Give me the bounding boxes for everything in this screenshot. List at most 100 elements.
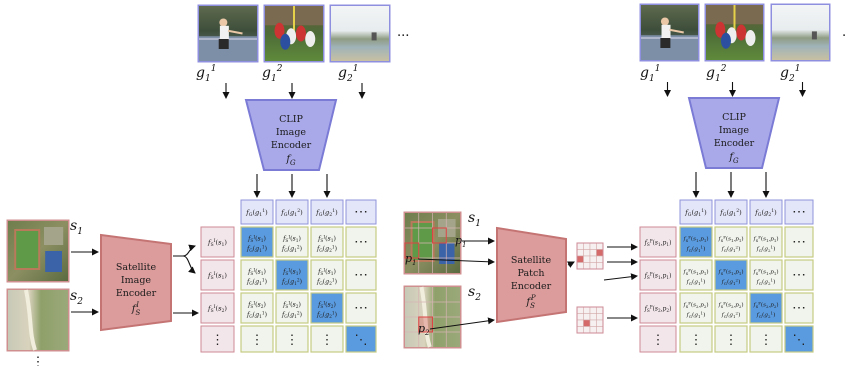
cell-text-bottom: fG(g11) (686, 277, 706, 285)
patch-encoder-label-1: Satellite (511, 255, 552, 266)
satellite-patch-encoder (496, 226, 567, 324)
cell-text-top: fSP(s1,p1) (717, 268, 743, 276)
row-cell-text: ⋮ (652, 333, 665, 348)
similarity-cell-r4-c3: ⋮ (310, 325, 344, 353)
similarity-cell-r2-c3: fSP(s1,p1)fG(g21) (749, 259, 783, 291)
header-cell-1: fG(g11) (240, 199, 274, 225)
satellite-label-1: s1 (70, 218, 83, 237)
satellite-encoder-label-1: Satellite (116, 262, 157, 273)
arrow-patch1b-to-encoder (417, 258, 495, 266)
ground-photo-2 (263, 4, 325, 63)
clip-encoder-label-2: Image (276, 127, 307, 138)
patch-encoder-label-2: Patch (518, 268, 545, 279)
similarity-cell-r2-c2: fSP(s1,p1)fG(g12) (714, 259, 748, 291)
patch-position-grid-1 (576, 242, 604, 270)
satellite-encoder-fn: fSI (131, 301, 141, 317)
clip-image-encoder (244, 99, 338, 171)
patch-position-grid-2 (576, 306, 604, 334)
similarity-cell-r1-c1: fSI(s1)fG(g11) (240, 226, 274, 258)
similarity-cell-r3-c2: fSI(s2)fG(g12) (275, 292, 309, 324)
clip-encoder-fn: fG (285, 154, 296, 167)
similarity-cell-r3-c3: fSI(s2)fG(g21) (310, 292, 344, 324)
similarity-cell-r3-c4: ⋯ (784, 292, 814, 324)
cell-text: ⋮ (321, 333, 334, 348)
row-cell-text: fSI(s2) (207, 304, 227, 314)
similarity-cell-r4-c4: ⋱ (784, 325, 814, 353)
row-cell-1: fSP(s1,p1) (639, 226, 677, 258)
cell-text-bottom: fG(g21) (316, 245, 337, 254)
similarity-cell-r4-c2: ⋮ (714, 325, 748, 353)
ground-photo-2 (704, 3, 765, 62)
ground-photo-3 (329, 4, 391, 63)
more-images-ellipsis: . (842, 25, 846, 40)
similarity-cell-r1-c3: fSI(s1)fG(g21) (310, 226, 344, 258)
similarity-cell-r1-c1: fSP(s1,p1)fG(g11) (679, 226, 713, 258)
similarity-cell-r3-c1: fSP(s2,p2)fG(g11) (679, 292, 713, 324)
satellite-label-2: s2 (70, 288, 83, 307)
row-cell-1: fSI(s1) (200, 226, 235, 258)
similarity-cell-r2-c3: fSI(s1)fG(g21) (310, 259, 344, 291)
cell-text: ⋯ (792, 267, 806, 283)
row-cell-4: ⋮ (200, 325, 235, 353)
arrow-encoder-to-row-1 (173, 244, 196, 257)
cell-text: ⋯ (354, 234, 368, 250)
cell-text-top: fSP(s1,p1) (752, 235, 778, 243)
clip-encoder-label-1: CLIP (279, 114, 303, 125)
cell-text-bottom: fG(g11) (246, 245, 267, 254)
arrow-encoder-to-patchgrid (567, 261, 575, 268)
header-cell-text: fG(g11) (245, 208, 268, 218)
header-cell-text: fG(g12) (719, 208, 742, 218)
cell-text: ⋮ (725, 333, 738, 348)
cell-text: ⋱ (355, 333, 368, 348)
cell-text-bottom: fG(g12) (721, 277, 741, 285)
clip-encoder-label-2: Image (719, 125, 750, 136)
cell-text-top: fSI(s1) (282, 235, 301, 244)
more-satellite-vdots: ⋮ (32, 355, 45, 366)
cell-text: ⋯ (354, 267, 368, 283)
similarity-cell-r4-c4: ⋱ (345, 325, 377, 353)
similarity-cell-r4-c1: ⋮ (679, 325, 713, 353)
clip-encoder-label-3: Encoder (714, 138, 755, 149)
cell-text-top: fSI(s2) (247, 301, 266, 310)
row-cell-4: ⋮ (639, 325, 677, 353)
similarity-cell-r3-c2: fSP(s2,p2)fG(g12) (714, 292, 748, 324)
more-images-ellipsis: ... (397, 25, 409, 40)
cell-text-top: fSP(s1,p1) (752, 268, 778, 276)
clip-encoder-fn: fG (728, 152, 739, 165)
similarity-cell-r2-c4: ⋯ (784, 259, 814, 291)
row-cell-text: fSP(s1,p1) (644, 238, 672, 247)
similarity-cell-r4-c2: ⋮ (275, 325, 309, 353)
cell-text-bottom: fG(g21) (756, 244, 776, 252)
satellite-encoder-label-3: Encoder (116, 288, 157, 299)
ground-label-1: g11 (640, 64, 660, 84)
ground-photo-1 (639, 3, 700, 62)
ground-label-3: g21 (338, 64, 358, 84)
cell-text-bottom: fG(g21) (756, 277, 776, 285)
similarity-cell-r2-c1: fSI(s1)fG(g11) (240, 259, 274, 291)
satellite-label-1: s1 (468, 210, 481, 229)
header-cell-3: fG(g21) (749, 199, 783, 225)
satellite-image-2 (6, 288, 70, 352)
ground-label-2: g12 (262, 64, 283, 84)
cell-text-bottom: fG(g12) (721, 244, 741, 252)
cell-text-top: fSI(s1) (247, 235, 266, 244)
cell-text-bottom: fG(g21) (316, 311, 337, 320)
header-cell-2: fG(g12) (714, 199, 748, 225)
ground-photo-3 (770, 3, 831, 62)
row-cell-text: fSI(s1) (207, 271, 227, 281)
row-cell-text: fSP(s1,p1) (644, 271, 672, 280)
patch-encoder-fn: fSP (525, 294, 536, 310)
header-cell-text: ⋯ (354, 204, 368, 220)
patch-label-1: p1 (455, 234, 467, 249)
cell-text-bottom: fG(g11) (246, 311, 267, 320)
header-cell-2: fG(g12) (275, 199, 309, 225)
cell-text-bottom: fG(g11) (686, 310, 706, 318)
header-cell-4: ⋯ (345, 199, 377, 225)
cell-text-bottom: fG(g12) (281, 311, 302, 320)
patch-label-2: p1 (405, 252, 417, 267)
header-cell-text: fG(g21) (315, 208, 338, 218)
cell-text-top: fSI(s1) (317, 235, 336, 244)
cell-text-bottom: fG(g12) (281, 245, 302, 254)
row-cell-text: ⋮ (211, 333, 224, 348)
